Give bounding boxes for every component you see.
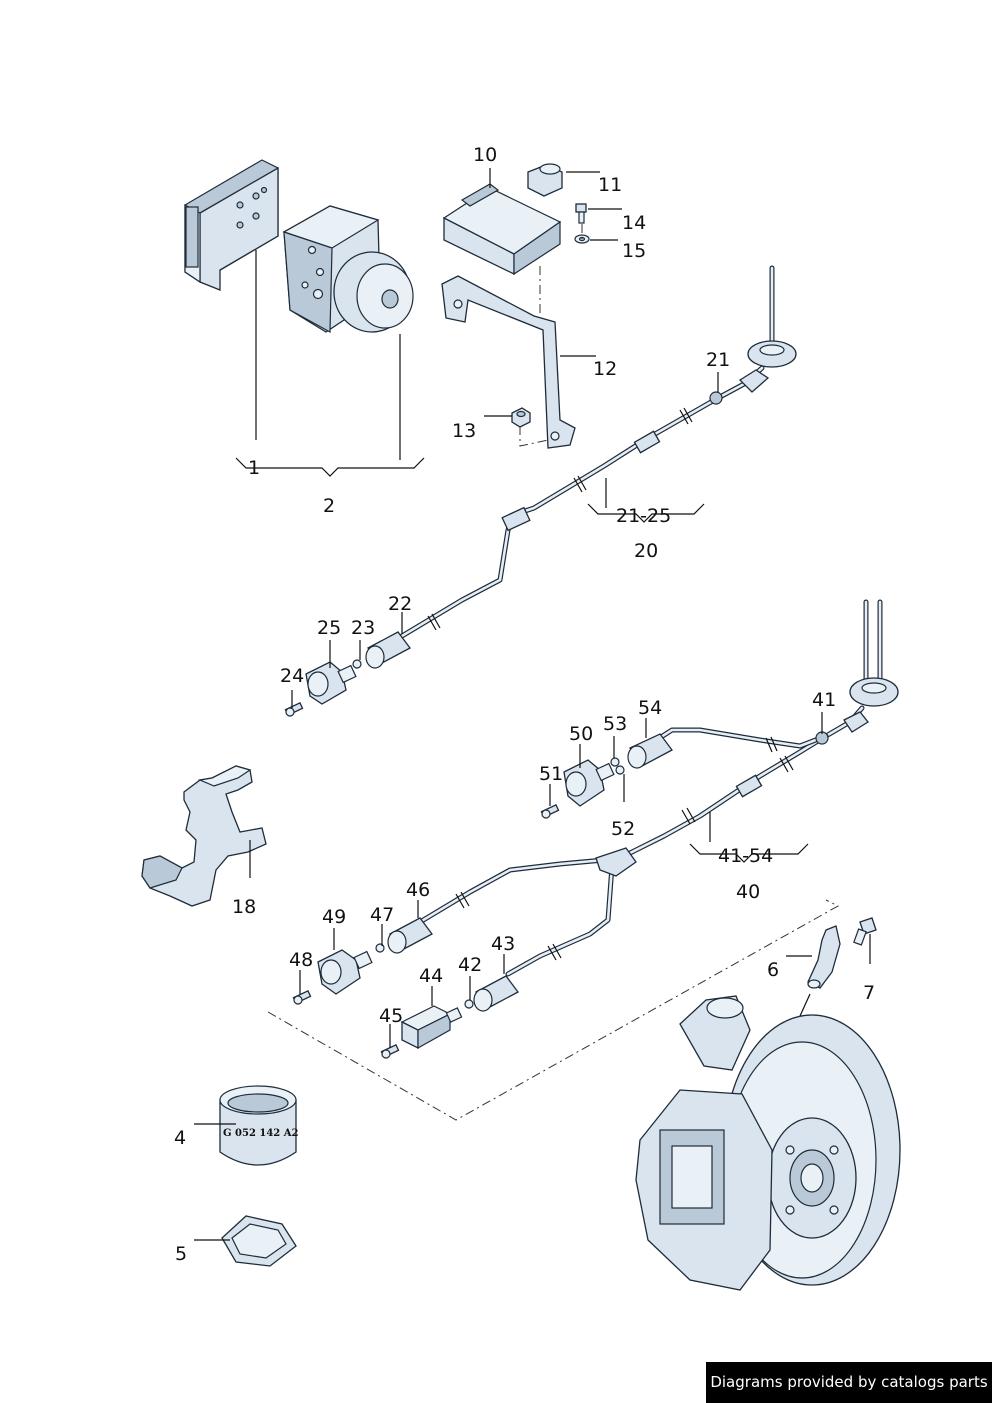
plug-part-11: [527, 163, 563, 197]
nut-part-13: [511, 407, 531, 428]
bolt-part-24: [284, 702, 304, 717]
sensor-part-50: [563, 759, 615, 807]
bracket-part-12: [441, 275, 576, 449]
speed-sensor-part-6: [807, 925, 841, 989]
bolt-part-14: [575, 203, 587, 224]
wheel-assembly: [635, 995, 901, 1291]
callout-4: 4: [174, 1127, 186, 1149]
callout-13: 13: [452, 420, 476, 442]
leader-lines: [194, 168, 871, 1241]
callout-46: 46: [406, 879, 430, 901]
callout-14: 14: [622, 212, 646, 234]
callout-11: 11: [598, 174, 622, 196]
callout-21-25: 21-25: [616, 505, 671, 527]
bolt-part-7: [853, 917, 877, 946]
callout-51: 51: [539, 763, 563, 785]
sleeve-part-4: G 052 142 A2: [219, 1085, 298, 1166]
callout-52: 52: [611, 818, 635, 840]
callout-20: 20: [634, 540, 658, 562]
assembly-boundary-line: [267, 899, 840, 1121]
callout-47: 47: [370, 904, 394, 926]
bolt-part-48: [292, 990, 312, 1005]
sensor-part-49: [317, 949, 373, 995]
callout-23: 23: [351, 617, 375, 639]
callout-53: 53: [603, 713, 627, 735]
sleeve-code-label: G 052 142 A2: [223, 1128, 298, 1139]
speed-sensor-link-line: [799, 993, 811, 1017]
callout-22: 22: [388, 593, 412, 615]
callout-54: 54: [638, 697, 662, 719]
connector-part-22: [365, 631, 411, 669]
holder-part-18: [141, 765, 267, 907]
bolt-part-51: [540, 804, 560, 819]
callout-24: 24: [280, 665, 304, 687]
callout-41: 41: [812, 689, 836, 711]
callout-50: 50: [569, 723, 593, 745]
callout-10: 10: [473, 144, 497, 166]
callout-48: 48: [289, 949, 313, 971]
seal-part-23: [352, 659, 362, 669]
sensor-part-44: [400, 1005, 463, 1050]
seal-part-52: [615, 765, 625, 775]
callout-15: 15: [622, 240, 646, 262]
callout-5: 5: [175, 1243, 187, 1265]
wiring-harness-part-20: [399, 265, 797, 639]
callout-12: 12: [593, 358, 617, 380]
sensor-module-part-10: [442, 183, 562, 276]
hydraulic-unit-part-2: [282, 205, 414, 334]
bolt-part-45: [380, 1044, 400, 1059]
wiring-harness-part-40: [417, 599, 899, 977]
callout-7: 7: [863, 982, 875, 1004]
callout-21: 21: [706, 349, 730, 371]
callout-44: 44: [419, 965, 443, 987]
connector-part-46: [387, 917, 433, 954]
callout-43: 43: [491, 933, 515, 955]
callout-25: 25: [317, 617, 341, 639]
sensor-part-25: [305, 661, 357, 705]
seal-part-53: [610, 757, 620, 767]
group-braces: [235, 457, 809, 863]
callout-18: 18: [232, 896, 256, 918]
callout-2: 2: [323, 495, 335, 517]
callout-1: 1: [248, 457, 260, 479]
callout-labels: 1 2 10 11 14 15 12 13 21 21-25 20 22 25 …: [174, 144, 875, 1265]
control-module-part-1: [184, 159, 279, 291]
seal-part-47: [375, 943, 385, 953]
callout-42: 42: [458, 954, 482, 976]
callout-49: 49: [322, 906, 346, 928]
callout-40: 40: [736, 881, 760, 903]
connector-part-43: [473, 975, 519, 1012]
seal-part-42: [464, 999, 474, 1009]
callout-6: 6: [767, 959, 779, 981]
grommet-part-5: [221, 1215, 297, 1267]
callout-41-54: 41-54: [718, 845, 773, 867]
credit-banner: Diagrams provided by catalogs parts: [706, 1362, 992, 1403]
connector-part-54: [627, 733, 673, 769]
callout-45: 45: [379, 1005, 403, 1027]
